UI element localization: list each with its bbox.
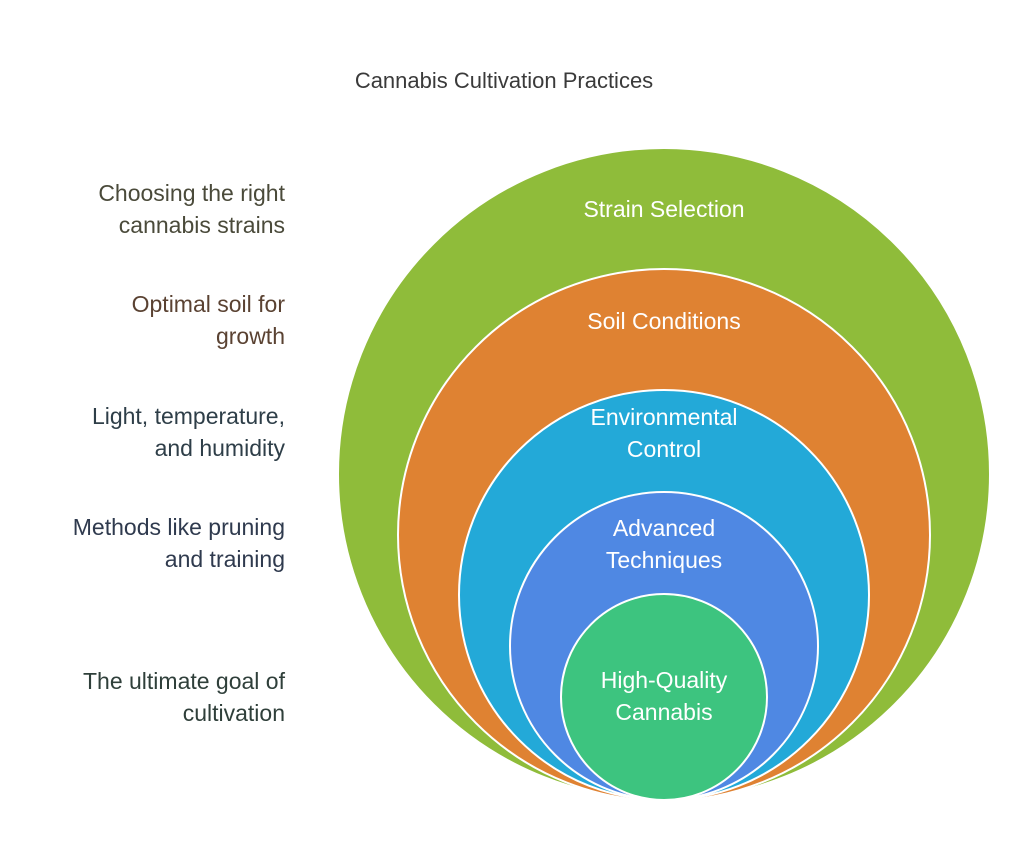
description-strain-selection: Choosing the right <box>98 180 285 206</box>
description-advanced-techniques: Methods like pruning <box>73 514 285 540</box>
description-strain-selection: cannabis strains <box>119 212 285 238</box>
description-high-quality-cannabis: The ultimate goal of <box>83 668 286 694</box>
description-environmental-control: and humidity <box>155 435 286 461</box>
description-soil-conditions: growth <box>216 323 285 349</box>
descriptions: Choosing the right cannabis strainsOptima… <box>73 180 286 726</box>
circle-high-quality-cannabis <box>560 593 768 801</box>
description-environmental-control: Light, temperature, <box>92 403 285 429</box>
label-strain-selection: Strain Selection <box>583 196 744 222</box>
description-soil-conditions: Optimal soil for <box>132 291 286 317</box>
circles-group <box>337 147 991 802</box>
label-environmental-control: Control <box>627 436 701 462</box>
description-high-quality-cannabis: cultivation <box>183 700 285 726</box>
description-advanced-techniques: and training <box>165 546 285 572</box>
label-soil-conditions: Soil Conditions <box>587 308 740 334</box>
label-high-quality-cannabis: High-Quality <box>601 667 728 693</box>
label-advanced-techniques: Advanced <box>613 515 715 541</box>
diagram-title: Cannabis Cultivation Practices <box>355 68 653 93</box>
label-advanced-techniques: Techniques <box>606 547 722 573</box>
label-environmental-control: Environmental <box>590 404 737 430</box>
label-high-quality-cannabis: Cannabis <box>615 699 712 725</box>
